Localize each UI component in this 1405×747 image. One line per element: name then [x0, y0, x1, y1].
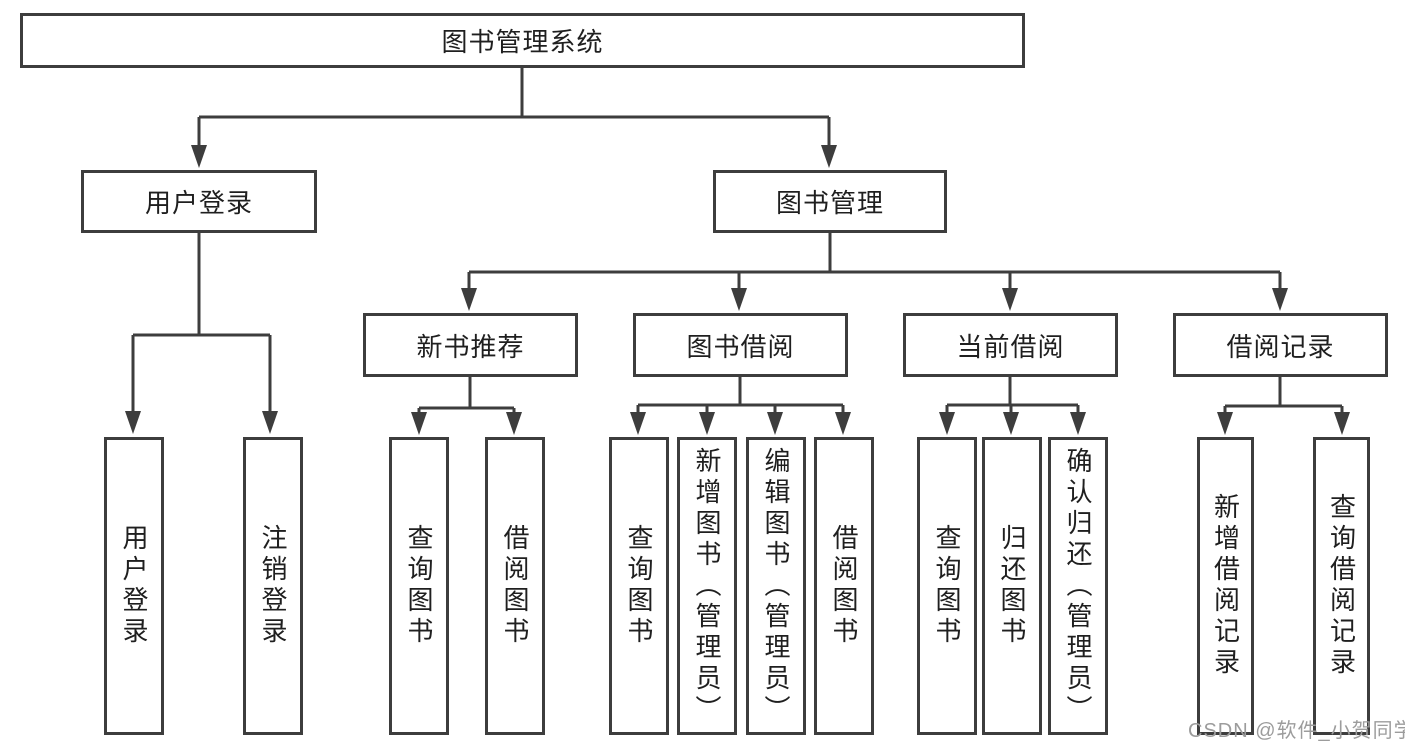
leaf-label: 归还图书 — [997, 524, 1027, 648]
leaf-cb-query-books: 查询图书 — [917, 437, 977, 735]
connector-book-borrow-branch — [630, 377, 851, 435]
arrowhead-icon — [191, 145, 207, 168]
arrowhead-icon — [821, 145, 837, 168]
connector-current-borrow-branch — [939, 377, 1086, 435]
arrowhead-icon — [699, 412, 715, 435]
leaf-cb-confirm-return-admin: 确认归还（管理员） — [1048, 437, 1108, 735]
leaf-nb-borrow-books: 借阅图书 — [485, 437, 545, 735]
leaf-label: 注销登录 — [258, 524, 288, 648]
connector-user-login-branch — [125, 233, 278, 434]
leaf-logout: 注销登录 — [243, 437, 303, 735]
arrowhead-icon — [125, 411, 141, 434]
leaf-nb-query-books: 查询图书 — [389, 437, 449, 735]
arrowhead-icon — [411, 412, 427, 435]
leaf-label: 新增图书（管理员） — [692, 446, 722, 726]
node-new-book-recommend: 新书推荐 — [363, 313, 578, 377]
node-user-login: 用户登录 — [81, 170, 317, 233]
connector-book-management-branch — [461, 233, 1288, 311]
connector-path — [197, 68, 831, 150]
connector-path — [636, 377, 845, 414]
connector-path — [467, 233, 1282, 290]
node-library-system: 图书管理系统 — [20, 13, 1025, 68]
arrowhead-icon — [731, 288, 747, 311]
leaf-br-query-record: 查询借阅记录 — [1313, 437, 1370, 735]
arrowhead-icon — [461, 288, 477, 311]
arrowhead-icon — [262, 411, 278, 434]
csdn-watermark: CSDN @软件_小贺同学 — [1188, 720, 1405, 742]
leaf-label: 确认归还（管理员） — [1063, 446, 1093, 726]
arrowhead-icon — [1272, 288, 1288, 311]
connector-new-book-branch — [411, 377, 522, 435]
connector-path — [945, 377, 1080, 414]
leaf-cb-return-books: 归还图书 — [982, 437, 1042, 735]
leaf-user-login: 用户登录 — [104, 437, 164, 735]
leaf-label: 查询图书 — [404, 524, 434, 648]
leaf-label: 查询图书 — [932, 524, 962, 648]
arrowhead-icon — [1334, 412, 1350, 435]
leaf-label: 借阅图书 — [829, 524, 859, 648]
node-borrow-records: 借阅记录 — [1173, 313, 1388, 377]
leaf-label: 查询图书 — [624, 524, 654, 648]
leaf-bb-query-books: 查询图书 — [609, 437, 669, 735]
leaf-br-add-record: 新增借阅记录 — [1197, 437, 1254, 735]
leaf-label: 用户登录 — [119, 524, 149, 648]
arrowhead-icon — [939, 412, 955, 435]
node-book-management: 图书管理 — [713, 170, 947, 233]
arrowhead-icon — [1217, 412, 1233, 435]
connector-root-to-level2 — [191, 68, 837, 168]
leaf-bb-borrow-books: 借阅图书 — [814, 437, 874, 735]
leaf-label: 新增借阅记录 — [1210, 493, 1241, 679]
connector-path — [417, 377, 516, 414]
arrowhead-icon — [630, 412, 646, 435]
connector-path — [131, 233, 272, 413]
leaf-label: 查询借阅记录 — [1326, 493, 1357, 679]
arrowhead-icon — [506, 412, 522, 435]
connector-borrow-records-branch — [1217, 377, 1350, 435]
leaf-label: 编辑图书（管理员） — [761, 446, 791, 726]
leaf-label: 借阅图书 — [500, 524, 530, 648]
node-book-borrow: 图书借阅 — [633, 313, 848, 377]
node-current-borrow: 当前借阅 — [903, 313, 1118, 377]
arrowhead-icon — [1070, 412, 1086, 435]
leaf-bb-add-books-admin: 新增图书（管理员） — [677, 437, 737, 735]
arrowhead-icon — [835, 412, 851, 435]
arrowhead-icon — [1002, 288, 1018, 311]
arrowhead-icon — [1003, 412, 1019, 435]
leaf-bb-edit-books-admin: 编辑图书（管理员） — [746, 437, 806, 735]
arrowhead-icon — [767, 412, 783, 435]
connector-path — [1223, 377, 1344, 414]
